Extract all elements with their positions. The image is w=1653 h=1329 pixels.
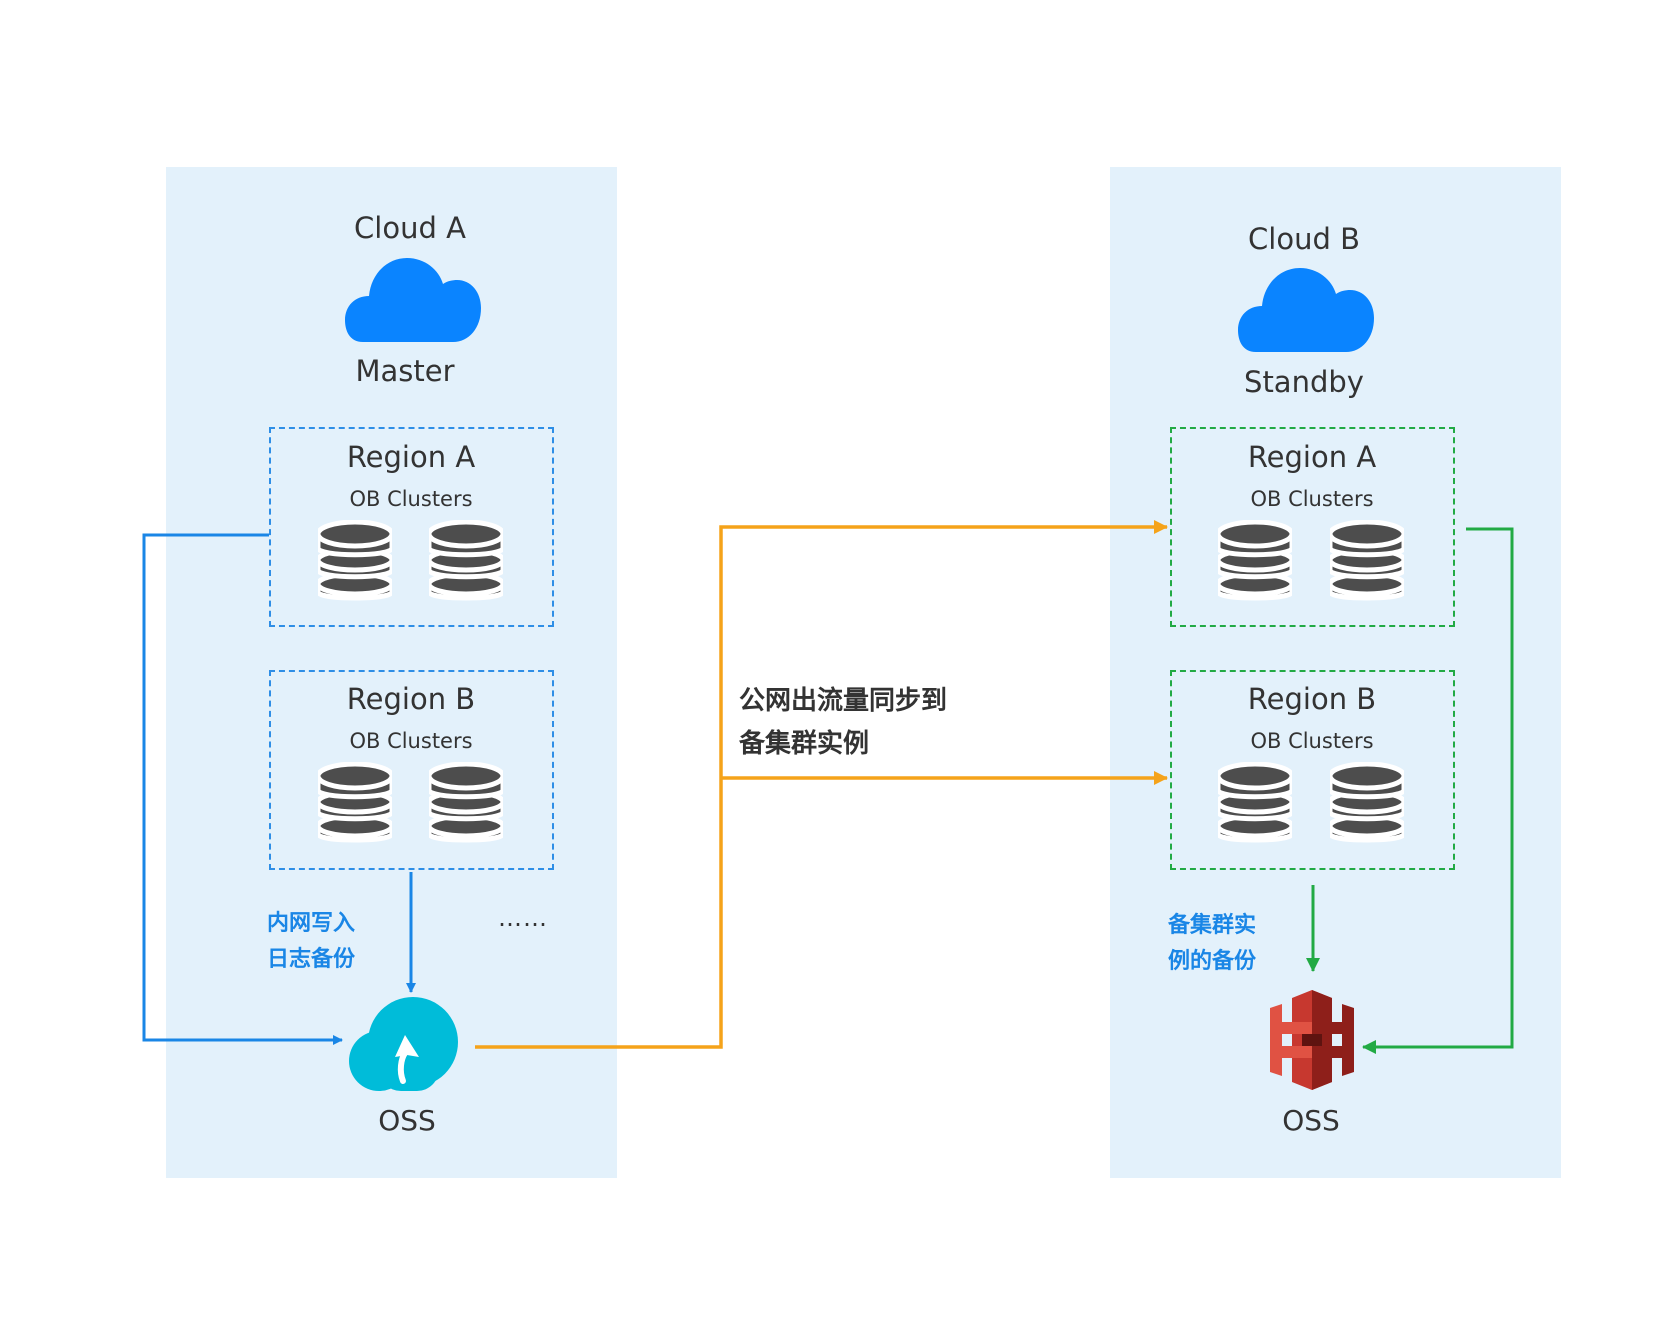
note-line: 备集群实 — [1168, 913, 1257, 938]
note-line: 公网出流量同步到 — [739, 686, 948, 716]
sync-note: 公网出流量同步到 备集群实例 — [739, 680, 947, 766]
database-icon — [318, 762, 392, 843]
region-subtitle: OB Clusters — [349, 487, 473, 511]
note-line: 例的备份 — [1168, 949, 1257, 974]
cloud-icon — [345, 258, 481, 342]
sync-arrow — [475, 520, 1168, 1049]
cloud-upload-icon — [349, 997, 458, 1091]
cloud-a-role: Master — [355, 354, 455, 388]
region-title: Region A — [1247, 440, 1377, 474]
region-subtitle: OB Clusters — [1250, 729, 1374, 753]
region-title: Region A — [346, 440, 476, 474]
s3-bucket-icon — [1270, 990, 1354, 1090]
database-icon — [1330, 520, 1404, 601]
cloud-b-region-b-box — [1170, 670, 1455, 870]
cloud-b-role: Standby — [1244, 365, 1364, 399]
cloud-b-title: Cloud B — [1248, 222, 1360, 256]
cloud-icon — [1238, 268, 1374, 352]
note-line: 内网写入 — [267, 911, 356, 936]
database-icon — [429, 762, 503, 843]
database-icon — [318, 520, 392, 601]
standby-backup-note: 备集群实 例的备份 — [1168, 908, 1256, 980]
database-icon — [429, 520, 503, 601]
oss-label: OSS — [1282, 1104, 1340, 1137]
more-regions-ellipsis: …… — [498, 904, 548, 932]
standby-backup-arrow — [1362, 527, 1514, 1054]
region-title: Region B — [1247, 682, 1377, 716]
oss-label: OSS — [378, 1104, 436, 1137]
cloud-a-title: Cloud A — [354, 211, 466, 245]
region-title: Region B — [346, 682, 476, 716]
note-line: 日志备份 — [267, 947, 356, 972]
note-line: 备集群实例 — [739, 729, 870, 759]
cloud-a-region-a-box — [269, 427, 554, 627]
database-icon — [1330, 762, 1404, 843]
internal-backup-note: 内网写入 日志备份 — [267, 906, 355, 978]
database-icon — [1218, 520, 1292, 601]
internal-backup-arrow — [142, 533, 343, 1045]
database-icon — [1218, 762, 1292, 843]
cloud-a-region-b-box — [269, 670, 554, 870]
cloud-b-region-a-box — [1170, 427, 1455, 627]
region-subtitle: OB Clusters — [1250, 487, 1374, 511]
region-subtitle: OB Clusters — [349, 729, 473, 753]
